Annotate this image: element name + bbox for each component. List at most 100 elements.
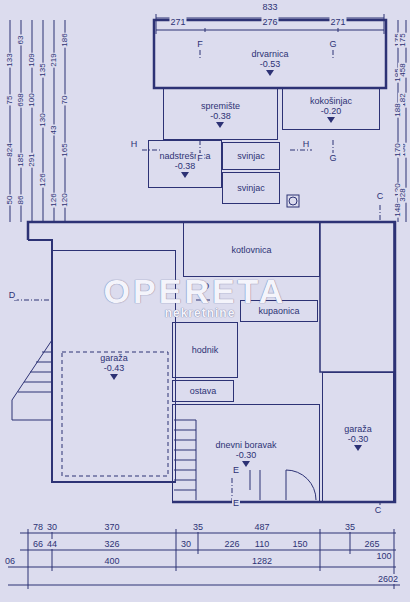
dimension: 175 [398,32,408,47]
dimension: 291 [27,152,37,167]
level-marker [242,461,250,467]
room: ostava [172,380,234,402]
dimension: 1282 [251,556,273,566]
level-marker [327,117,335,123]
dimension: 170 [393,142,403,157]
section-mark: E [232,498,240,508]
dimension: 328 [398,187,408,202]
dimension: 75 [5,95,15,106]
floor-level: -0.38 [175,161,196,171]
dimension: 188 [393,102,403,117]
floor-level: -0.53 [260,59,281,69]
dimension: 833 [261,2,278,12]
dimension: 219 [49,52,59,67]
floor-level: -0.20 [321,106,342,116]
room: hodnik [172,322,238,378]
dimension: 100 [375,551,392,561]
section-mark: G [328,39,337,49]
level-marker [216,122,224,128]
room: nadstrešnica-0.38 [148,140,222,188]
dimension: 63 [16,35,26,46]
floor-level: -0.30 [348,434,369,444]
level-marker [110,374,118,380]
dimension: 109 [27,52,37,67]
dimension: 400 [103,556,120,566]
dimension: 186 [60,32,70,47]
room-name: garaža [100,353,128,363]
dimension: 271 [169,17,186,27]
room-name: ostava [190,386,217,396]
level-group: -0.43 [104,363,125,380]
dimension: 185 [16,152,26,167]
dimension: 35 [344,522,356,532]
dimension: 50 [5,195,15,206]
dimension: 2602 [377,574,399,584]
dimension: 226 [223,539,240,549]
dimension: 487 [253,522,270,532]
level-group: -0.20 [321,106,342,123]
room-name: hodnik [192,345,219,355]
room-name: kokošinjac [310,96,352,106]
section-mark: H [302,139,311,149]
section-mark: D [8,290,17,300]
room: spremište-0.38 [163,88,278,140]
room: svinjac [222,172,280,204]
section-mark: G [328,153,337,163]
dimension: 30 [180,539,192,549]
room-name: svinjac [237,183,265,193]
dimension: 43 [49,125,59,136]
room: svinjac [222,142,280,170]
room: kokošinjac-0.20 [282,88,380,130]
section-mark: E [232,465,240,475]
dimension: 35 [192,522,204,532]
room-name: dnevni boravak [215,440,276,450]
level-marker [354,445,362,451]
dimension: 120 [60,192,70,207]
room-name: drvarnica [251,49,288,59]
level-group: -0.30 [348,434,369,451]
dimension: 86 [16,195,26,206]
dimension: 06 [4,556,16,566]
section-mark: C [376,191,385,201]
room-name: spremište [201,101,240,111]
level-marker [266,70,274,76]
section-mark: H [130,139,139,149]
floor-level: -0.30 [236,450,257,460]
dimension: 30 [46,522,58,532]
dimension: 271 [329,17,346,27]
dimension: 150 [291,539,308,549]
dimension: 276 [261,17,278,27]
dimension: 126 [38,172,48,187]
section-mark: F [196,39,204,49]
room-name: svinjac [237,151,265,161]
dimension: 265 [363,539,380,549]
dimension: 148 [393,202,403,217]
dimension: 78 [32,522,44,532]
dimension: 370 [103,522,120,532]
dimension: 458 [398,62,408,77]
dimension: 110 [254,539,270,549]
room: kotlovnica [183,222,320,277]
dimension: 44 [46,539,58,549]
level-group: -0.38 [210,111,231,128]
dimension: 126 [49,192,59,207]
room-name: kotlovnica [231,245,271,255]
level-group: -0.53 [260,59,281,76]
section-mark: F [196,153,204,163]
watermark: nekretnine [164,307,237,319]
dimension: 70 [60,95,70,106]
level-group: -0.38 [175,161,196,178]
level-group: -0.30 [236,450,257,467]
dimension: 133 [5,52,15,67]
floor-level: -0.38 [210,111,231,121]
level-marker [181,172,189,178]
dimension: 824 [5,142,15,157]
room-name: garaža [344,424,372,434]
section-mark: C [374,505,383,515]
room: dnevni boravak-0.30 [172,404,320,502]
dimension: 698 [16,92,26,107]
dimension: 130 [38,112,48,127]
dimension: 66 [32,539,44,549]
dimension: 135 [38,62,48,77]
dimension: 100 [27,92,37,107]
